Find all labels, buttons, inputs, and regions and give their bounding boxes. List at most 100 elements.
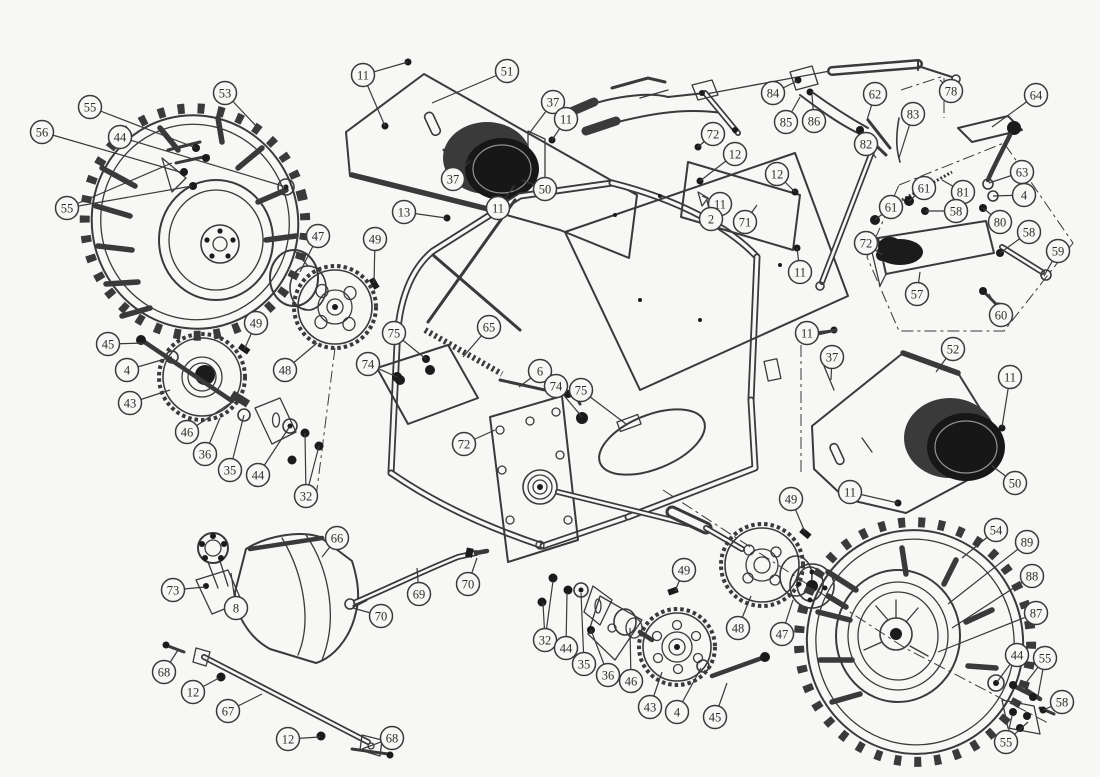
- callout-59-48: 59: [1043, 238, 1071, 277]
- callout-balloon: [362, 226, 388, 252]
- callout-number: 44: [560, 641, 573, 655]
- callout-number: 53: [219, 86, 232, 100]
- callout-68-67: 68: [151, 649, 179, 685]
- callout-50-22: 50: [521, 176, 558, 202]
- callout-balloon: [54, 195, 80, 221]
- callout-number: 66: [331, 531, 344, 545]
- callout-number: 35: [578, 657, 591, 671]
- callout-balloon: [1023, 82, 1049, 108]
- callout-balloon: [862, 81, 888, 107]
- callout-number: 8: [233, 601, 239, 615]
- callout-balloon: [543, 373, 569, 399]
- callout-72-49: 72: [853, 230, 883, 256]
- callout-43-78: 43: [637, 671, 663, 720]
- callout-80-46: 80: [982, 207, 1013, 235]
- callout-57-50: 57: [904, 271, 930, 307]
- callout-44-74: 44: [553, 592, 579, 661]
- callout-balloon: [764, 161, 790, 187]
- callout-number: 83: [907, 107, 920, 121]
- callout-balloon: [494, 58, 520, 84]
- callout-number: 50: [1009, 476, 1022, 490]
- callout-51-18: 51: [431, 58, 520, 104]
- leader-line: [66, 162, 173, 209]
- callout-49-7: 49: [243, 310, 269, 351]
- callout-balloon: [532, 176, 558, 202]
- callout-balloon: [904, 281, 930, 307]
- callout-68-71: 68: [361, 725, 405, 751]
- callout-44-15: 44: [245, 425, 291, 488]
- callout-number: 55: [1039, 651, 1052, 665]
- callout-number: 89: [1021, 535, 1034, 549]
- callout-number: 65: [483, 320, 496, 334]
- callout-number: 32: [539, 633, 552, 647]
- callout-balloon: [540, 89, 566, 115]
- callout-balloon: [1004, 642, 1030, 668]
- callout-balloon: [215, 698, 241, 724]
- callout-number: 48: [732, 621, 745, 635]
- callout-11-57: 11: [837, 479, 899, 505]
- callout-73-62: 73: [160, 577, 206, 603]
- callout-6-90: 6: [518, 358, 553, 388]
- callout-11-17: 11: [350, 61, 409, 127]
- callout-balloon: [853, 230, 879, 256]
- callout-58-87: 58: [1042, 689, 1075, 715]
- callout-balloon: [664, 699, 690, 725]
- callout-number: 49: [785, 492, 798, 506]
- callout-number: 69: [413, 587, 426, 601]
- callout-number: 57: [911, 287, 924, 301]
- callout-11-55: 11: [997, 364, 1023, 428]
- callout-number: 11: [1004, 370, 1016, 384]
- tank-support-rod: [162, 641, 394, 759]
- callout-75-94: 75: [568, 377, 627, 425]
- callout-49-6: 49: [362, 226, 388, 284]
- callout-55-0: 55: [77, 94, 197, 149]
- callout-12-27: 12: [764, 161, 796, 193]
- callout-number: 58: [950, 204, 963, 218]
- callout-number: 87: [1030, 606, 1043, 620]
- callout-11-20: 11: [551, 106, 579, 141]
- leader-line: [66, 185, 193, 209]
- callout-35-14: 35: [217, 414, 245, 483]
- callout-number: 58: [1023, 225, 1036, 239]
- callout-number: 81: [957, 185, 970, 199]
- callout-balloon: [217, 457, 243, 483]
- front-left-wheel: [79, 103, 311, 341]
- callout-balloon: [355, 351, 381, 377]
- callout-49-72: 49: [671, 557, 697, 592]
- callout-balloon: [151, 659, 177, 685]
- callout-number: 55: [1000, 735, 1013, 749]
- callout-number: 56: [36, 125, 49, 139]
- callout-number: 51: [501, 64, 514, 78]
- callout-36-76: 36: [590, 629, 621, 688]
- callout-number: 43: [644, 700, 657, 714]
- callout-12-70: 12: [275, 726, 321, 752]
- callout-45-80: 45: [702, 682, 728, 730]
- callout-number: 37: [547, 95, 560, 109]
- callout-37-21: 37: [440, 160, 471, 192]
- callout-72-25: 72: [697, 121, 726, 148]
- callout-70-66: 70: [455, 557, 481, 597]
- callout-balloon: [1049, 689, 1075, 715]
- callout-62-35: 62: [862, 81, 888, 121]
- callout-number: 49: [250, 316, 263, 330]
- callout-balloon: [940, 336, 966, 362]
- callout-number: 44: [252, 468, 265, 482]
- callout-61-42: 61: [908, 175, 937, 202]
- callout-balloon: [1032, 645, 1058, 671]
- callout-65-89: 65: [462, 314, 502, 358]
- callout-number: 82: [860, 137, 873, 151]
- callout-number: 61: [885, 200, 898, 214]
- callout-47-60: 47: [769, 599, 795, 647]
- callout-balloon: [778, 486, 804, 512]
- fuel-hose: [353, 547, 490, 605]
- callout-number: 11: [794, 265, 806, 279]
- callout-number: 12: [729, 147, 742, 161]
- callout-balloon: [391, 199, 417, 225]
- callout-56-1: 56: [29, 119, 181, 173]
- callout-number: 70: [462, 577, 475, 591]
- callout-balloon: [117, 390, 143, 416]
- callout-86-34: 86: [801, 94, 827, 134]
- callout-number: 47: [776, 627, 789, 641]
- callout-78-38: 78: [938, 78, 964, 104]
- callout-balloon: [878, 194, 904, 220]
